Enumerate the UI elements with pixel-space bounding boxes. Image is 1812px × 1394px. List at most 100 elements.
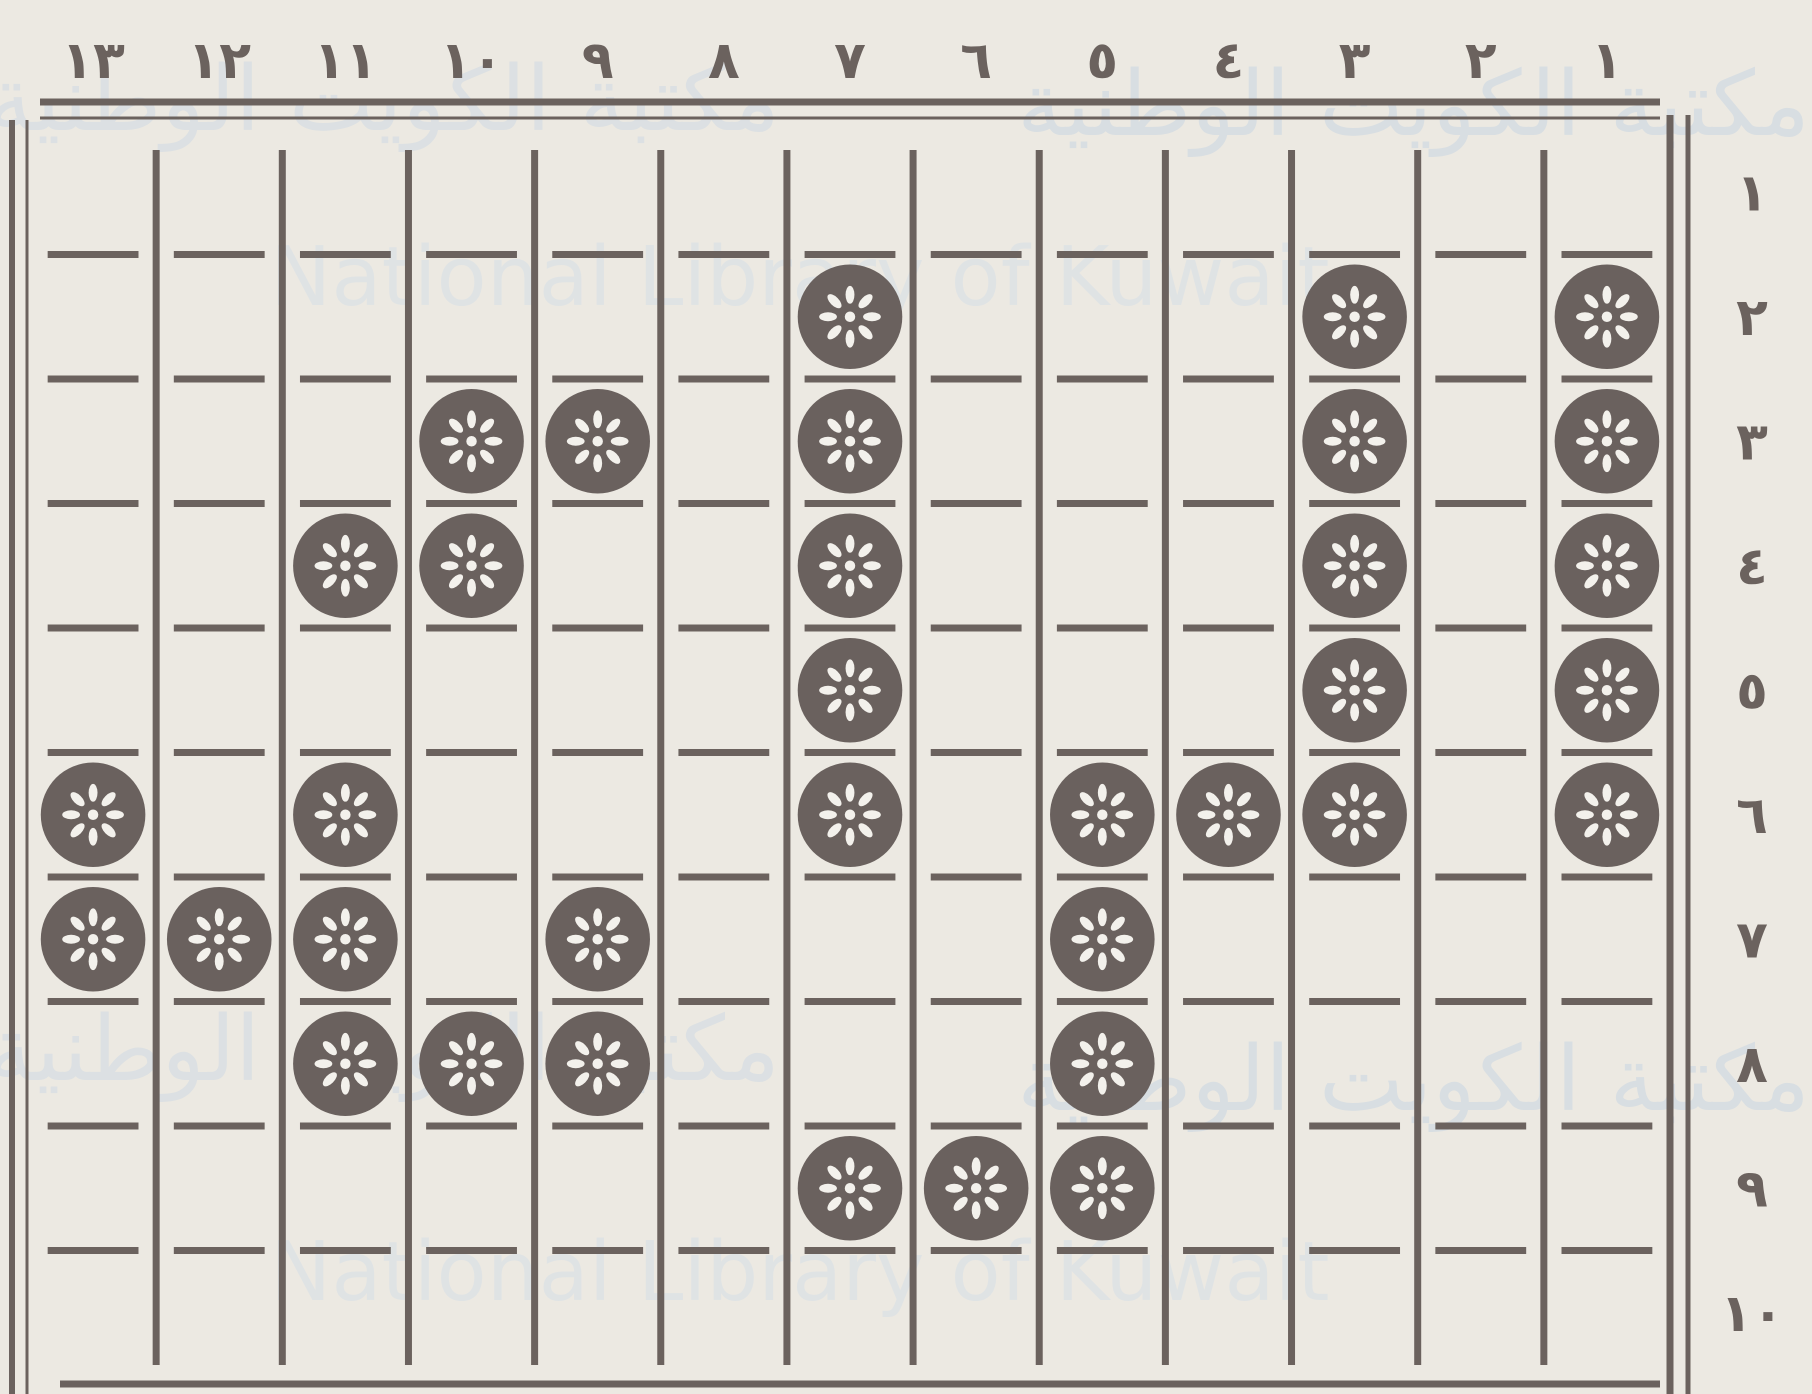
piece-petal <box>1576 437 1594 446</box>
piece-petal <box>315 810 333 819</box>
piece-petal <box>341 579 350 597</box>
piece-petal <box>1098 908 1107 926</box>
piece-center <box>88 810 98 820</box>
piece-petal <box>593 454 602 472</box>
piece-petal <box>358 561 376 570</box>
piece-center <box>592 436 602 446</box>
piece-petal <box>1620 561 1638 570</box>
piece-petal <box>188 935 206 944</box>
piece-petal <box>945 1184 963 1193</box>
piece-center <box>592 1059 602 1069</box>
piece-petal <box>1115 935 1133 944</box>
piece-petal <box>846 410 855 428</box>
game-piece <box>1302 389 1407 494</box>
row-number-label: ٥ <box>1736 661 1768 721</box>
piece-center <box>592 934 602 944</box>
piece-petal <box>1115 1059 1133 1068</box>
piece-petal <box>1576 810 1594 819</box>
piece-petal <box>1602 784 1611 802</box>
piece-petal <box>846 659 855 677</box>
piece-petal <box>106 810 124 819</box>
piece-petal <box>485 1059 503 1068</box>
piece-petal <box>341 1033 350 1051</box>
piece-petal <box>1098 1157 1107 1175</box>
piece-petal <box>1350 454 1359 472</box>
piece-petal <box>593 1077 602 1095</box>
piece-petal <box>819 312 837 321</box>
game-piece <box>293 887 398 992</box>
piece-petal <box>1602 330 1611 348</box>
piece-petal <box>1324 561 1342 570</box>
game-piece <box>1555 762 1660 867</box>
game-piece <box>167 887 272 992</box>
piece-petal <box>467 579 476 597</box>
piece-center <box>1602 561 1612 571</box>
piece-center <box>466 436 476 446</box>
piece-petal <box>315 1059 333 1068</box>
piece-petal <box>341 952 350 970</box>
piece-center <box>1349 561 1359 571</box>
piece-petal <box>1071 1059 1089 1068</box>
piece-petal <box>1368 437 1386 446</box>
piece-center <box>845 436 855 446</box>
piece-petal <box>846 828 855 846</box>
piece-petal <box>1602 535 1611 553</box>
piece-center <box>845 312 855 322</box>
piece-center <box>845 561 855 571</box>
piece-petal <box>89 952 98 970</box>
piece-center <box>340 561 350 571</box>
game-piece <box>419 1011 524 1116</box>
piece-petal <box>846 703 855 721</box>
game-piece <box>293 513 398 618</box>
column-number-label: ١ <box>1591 31 1623 91</box>
game-piece <box>1555 389 1660 494</box>
row-number-label: ٤ <box>1736 537 1768 597</box>
game-piece <box>798 1136 903 1241</box>
game-piece <box>1050 762 1155 867</box>
game-piece <box>1050 887 1155 992</box>
piece-petal <box>846 535 855 553</box>
piece-petal <box>846 286 855 304</box>
piece-petal <box>467 410 476 428</box>
piece-petal <box>315 561 333 570</box>
piece-petal <box>1115 810 1133 819</box>
piece-petal <box>1602 579 1611 597</box>
piece-petal <box>863 810 881 819</box>
piece-petal <box>593 908 602 926</box>
game-piece <box>1555 638 1660 743</box>
piece-petal <box>62 935 80 944</box>
piece-petal <box>846 784 855 802</box>
piece-center <box>466 1059 476 1069</box>
piece-petal <box>1602 703 1611 721</box>
game-piece <box>293 1011 398 1116</box>
piece-petal <box>1071 935 1089 944</box>
piece-petal <box>1602 410 1611 428</box>
piece-petal <box>1324 437 1342 446</box>
piece-petal <box>846 1201 855 1219</box>
piece-petal <box>441 437 459 446</box>
piece-petal <box>1098 952 1107 970</box>
piece-center <box>1349 312 1359 322</box>
piece-petal <box>593 1033 602 1051</box>
piece-petal <box>1576 561 1594 570</box>
piece-petal <box>215 908 224 926</box>
piece-petal <box>485 561 503 570</box>
game-piece <box>1302 513 1407 618</box>
watermark: مكتبة الكويت الوطنية مكتبة الكويت الوطني… <box>0 47 1810 1320</box>
piece-center <box>1602 312 1612 322</box>
game-piece <box>798 389 903 494</box>
game-piece <box>1302 762 1407 867</box>
piece-petal <box>358 810 376 819</box>
piece-petal <box>1098 1077 1107 1095</box>
board-labels: ١٢٣٤٥٦٧٨٩١٠١١١٢١٣١٢٣٤٥٦٧٨٩١٠ <box>61 31 1783 1344</box>
piece-petal <box>358 935 376 944</box>
piece-petal <box>1350 828 1359 846</box>
piece-petal <box>341 828 350 846</box>
piece-petal <box>611 935 629 944</box>
piece-center <box>845 810 855 820</box>
piece-petal <box>863 686 881 695</box>
piece-petal <box>62 810 80 819</box>
piece-petal <box>593 410 602 428</box>
piece-petal <box>819 561 837 570</box>
piece-petal <box>972 1201 981 1219</box>
